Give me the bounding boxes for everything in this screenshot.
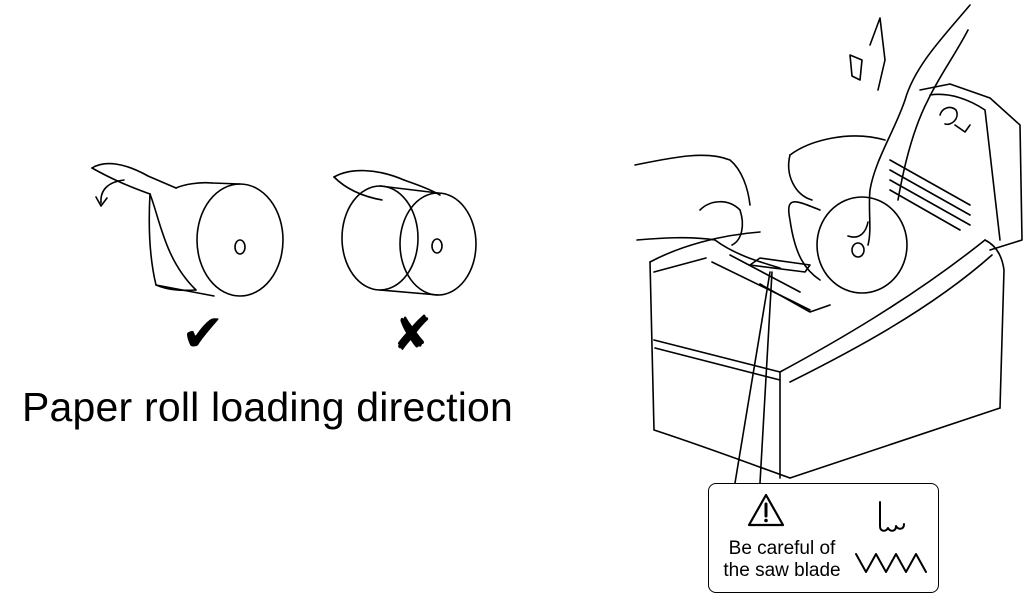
saw-blade-icon (855, 501, 927, 573)
correct-mark: ✔ (181, 304, 225, 364)
saw-blade-warning-box: Be careful of the saw blade (708, 483, 939, 593)
diagram-caption: Paper roll loading direction (22, 384, 514, 430)
correct-roll-illustration (91, 162, 284, 297)
incorrect-roll-illustration (333, 169, 477, 296)
warning-line-2: the saw blade (723, 560, 841, 581)
warning-triangle-icon (747, 493, 785, 527)
incorrect-mark: ✘ (392, 306, 433, 362)
warning-text: Be careful of the saw blade (717, 538, 847, 582)
warning-line-1: Be careful of (728, 538, 836, 559)
printer-illustration (634, 4, 1023, 560)
